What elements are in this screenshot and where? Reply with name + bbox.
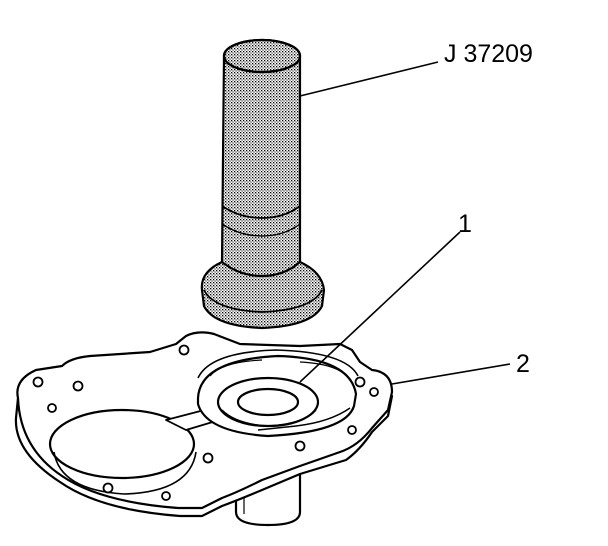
- callout-leaders: [299, 61, 511, 385]
- tool-shaft: [220, 54, 302, 278]
- label-part-2: 2: [516, 350, 530, 378]
- seal-part-1: [216, 376, 320, 428]
- left-bore: [48, 408, 196, 480]
- leader-tool: [299, 61, 439, 97]
- bolt-holes: [32, 344, 379, 501]
- label-part-1: 1: [458, 210, 472, 238]
- housing-plate: [14, 331, 394, 527]
- installer-tool: [200, 38, 326, 330]
- tool-base: [200, 260, 326, 330]
- leader-part-1: [299, 231, 461, 383]
- label-tool: J 37209: [444, 40, 533, 68]
- leader-part-2: [391, 363, 511, 385]
